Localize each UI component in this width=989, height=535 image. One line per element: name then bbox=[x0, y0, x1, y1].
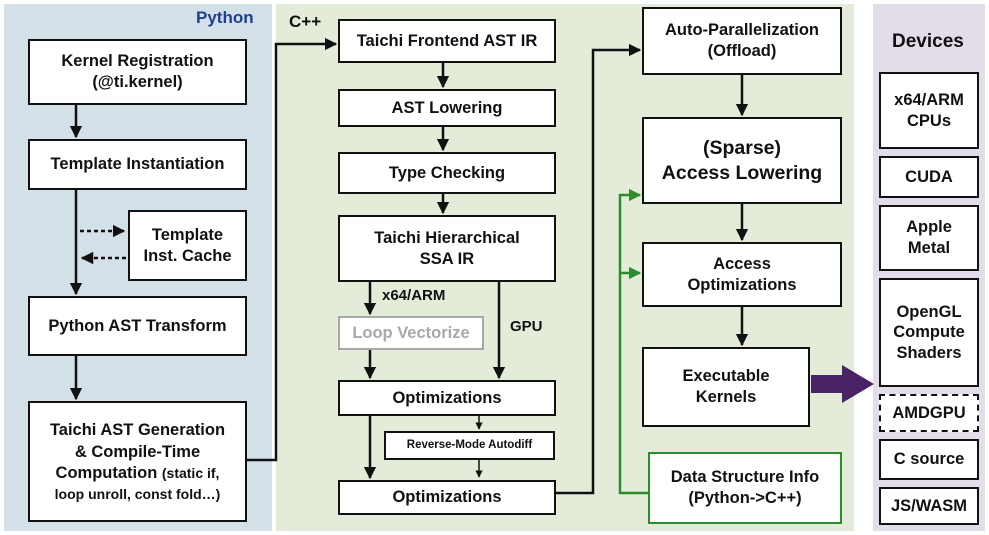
reverse-autodiff-box: Reverse-Mode Autodiff bbox=[384, 431, 555, 460]
optimizations-second-box: Optimizations bbox=[338, 480, 556, 515]
ast-lowering-box: AST Lowering bbox=[338, 89, 556, 127]
python-ast-transform-text: Python AST Transform bbox=[48, 316, 227, 335]
executable-kernels-box: Executable Kernels bbox=[642, 347, 810, 427]
device-x64-arm-cpus: x64/ARM CPUs bbox=[879, 72, 979, 149]
auto-parallelization-text: Auto-Parallelization (Offload) bbox=[664, 21, 820, 60]
device-js-wasm: JS/WASM bbox=[879, 487, 979, 525]
taichi-ast-generation-line1: Taichi AST Generation bbox=[49, 421, 226, 440]
devices-region-title: Devices bbox=[892, 31, 964, 52]
template-instantiation-box: Template Instantiation bbox=[28, 139, 247, 190]
device-cuda-text: CUDA bbox=[905, 167, 953, 186]
device-js-wasm-text: JS/WASM bbox=[890, 496, 968, 515]
access-lowering-text: (Sparse) Access Lowering bbox=[661, 137, 823, 184]
taichi-ast-generation-box: Taichi AST Generation & Compile-Time Com… bbox=[28, 401, 247, 522]
x64-arm-path-label: x64/ARM bbox=[382, 287, 446, 304]
optimizations-first-text: Optimizations bbox=[392, 388, 502, 407]
device-apple-metal: Apple Metal bbox=[879, 205, 979, 271]
access-optimizations-box: Access Optimizations bbox=[642, 242, 842, 307]
optimizations-second-text: Optimizations bbox=[392, 488, 502, 507]
device-amdgpu-text: AMDGPU bbox=[892, 403, 966, 422]
device-x64-arm-cpus-text: x64/ARM CPUs bbox=[894, 90, 964, 130]
device-cuda: CUDA bbox=[879, 156, 979, 198]
device-c-source: C source bbox=[879, 439, 979, 480]
loop-vectorize-box: Loop Vectorize bbox=[338, 316, 484, 350]
device-opengl-compute-shaders: OpenGL Compute Shaders bbox=[879, 278, 979, 387]
taichi-ast-generation-line3-row: Computation (static if, bbox=[56, 463, 220, 484]
access-optimizations-text: Access Optimizations bbox=[687, 254, 797, 294]
kernel-registration-text: Kernel Registration (@ti.kernel) bbox=[61, 52, 214, 91]
executable-kernels-text: Executable Kernels bbox=[682, 367, 770, 406]
ast-lowering-text: AST Lowering bbox=[391, 98, 503, 117]
frontend-ast-ir-box: Taichi Frontend AST IR bbox=[338, 19, 556, 63]
data-structure-info-text: Data Structure Info (Python->C++) bbox=[670, 468, 820, 507]
loop-vectorize-text: Loop Vectorize bbox=[352, 323, 470, 342]
taichi-ast-generation-line3: Computation bbox=[55, 464, 158, 483]
python-region-title: Python bbox=[196, 8, 254, 27]
taichi-ast-generation-note2: loop unroll, const fold…) bbox=[54, 485, 221, 502]
device-c-source-text: C source bbox=[893, 450, 965, 469]
taichi-ast-generation-note1: (static if, bbox=[161, 465, 220, 482]
template-cache-box: Template Inst. Cache bbox=[128, 210, 247, 281]
device-opengl-compute-shaders-text: OpenGL Compute Shaders bbox=[893, 302, 965, 362]
type-checking-text: Type Checking bbox=[388, 163, 506, 182]
python-ast-transform-box: Python AST Transform bbox=[28, 296, 247, 356]
access-lowering-box: (Sparse) Access Lowering bbox=[642, 117, 842, 204]
type-checking-box: Type Checking bbox=[338, 152, 556, 194]
cpp-region-title: C++ bbox=[289, 12, 322, 31]
taichi-ast-generation-line2: & Compile-Time bbox=[74, 442, 201, 461]
gpu-path-label: GPU bbox=[510, 318, 543, 335]
template-instantiation-text: Template Instantiation bbox=[50, 155, 225, 174]
template-cache-text: Template Inst. Cache bbox=[143, 225, 232, 265]
device-amdgpu: AMDGPU bbox=[879, 394, 979, 432]
data-structure-info-box: Data Structure Info (Python->C++) bbox=[648, 452, 842, 524]
reverse-autodiff-text: Reverse-Mode Autodiff bbox=[406, 439, 533, 452]
device-apple-metal-text: Apple Metal bbox=[906, 218, 952, 257]
hierarchical-ssa-ir-box: Taichi Hierarchical SSA IR bbox=[338, 215, 556, 282]
frontend-ast-ir-text: Taichi Frontend AST IR bbox=[356, 31, 538, 50]
hierarchical-ssa-ir-text: Taichi Hierarchical SSA IR bbox=[374, 228, 520, 268]
optimizations-first-box: Optimizations bbox=[338, 380, 556, 416]
kernel-registration-box: Kernel Registration (@ti.kernel) bbox=[28, 39, 247, 105]
auto-parallelization-box: Auto-Parallelization (Offload) bbox=[642, 7, 842, 75]
